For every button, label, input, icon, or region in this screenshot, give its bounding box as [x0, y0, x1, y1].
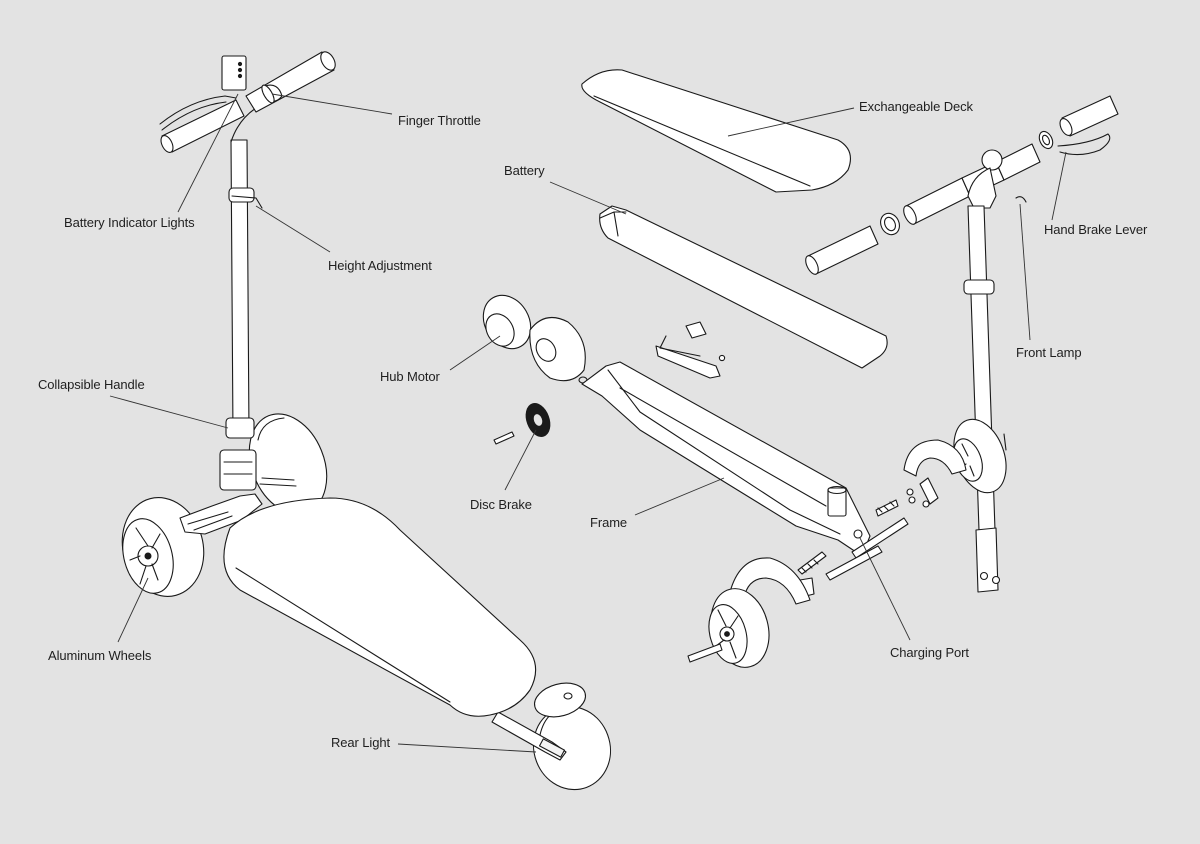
exploded-steering: [805, 95, 1119, 593]
exploded-small-parts: [655, 321, 726, 379]
rear-wheel: [532, 682, 612, 791]
label-charging-port: Charging Port: [890, 645, 969, 660]
height-clamp: [228, 187, 255, 203]
exploded-battery: [599, 205, 888, 369]
exploded-front-wheel: [903, 418, 1007, 508]
label-height-adjustment: Height Adjustment: [328, 258, 432, 273]
exploded-rear-wheel: [687, 557, 811, 668]
front-wheel-left: [121, 497, 205, 597]
deck: [223, 497, 537, 717]
label-front-lamp: Front Lamp: [1016, 345, 1082, 360]
exploded-disc-brake: [493, 403, 551, 445]
label-hand-brake-lever: Hand Brake Lever: [1044, 222, 1148, 237]
rear-light-part: [538, 738, 566, 758]
indicator-display: [221, 55, 247, 91]
exploded-frame: [581, 361, 871, 557]
label-disc-brake: Disc Brake: [470, 497, 532, 512]
label-exchangeable-deck: Exchangeable Deck: [859, 99, 973, 114]
handlebar-right: [245, 51, 335, 113]
label-rear-light: Rear Light: [331, 735, 390, 750]
exploded-deck: [581, 69, 851, 193]
stem: [230, 139, 250, 437]
label-hub-motor: Hub Motor: [380, 369, 440, 384]
label-battery-indicator-lights: Battery Indicator Lights: [64, 215, 195, 230]
label-finger-throttle: Finger Throttle: [398, 113, 481, 128]
label-collapsible-handle: Collapsible Handle: [38, 377, 145, 392]
exploded-hub-motor: [482, 294, 588, 384]
assembled-scooter: [121, 51, 612, 791]
collapse-joint: [225, 417, 255, 439]
label-battery: Battery: [504, 163, 545, 178]
label-aluminum-wheels: Aluminum Wheels: [48, 648, 152, 663]
leader-lines: [109, 93, 1067, 753]
label-frame: Frame: [590, 515, 628, 530]
